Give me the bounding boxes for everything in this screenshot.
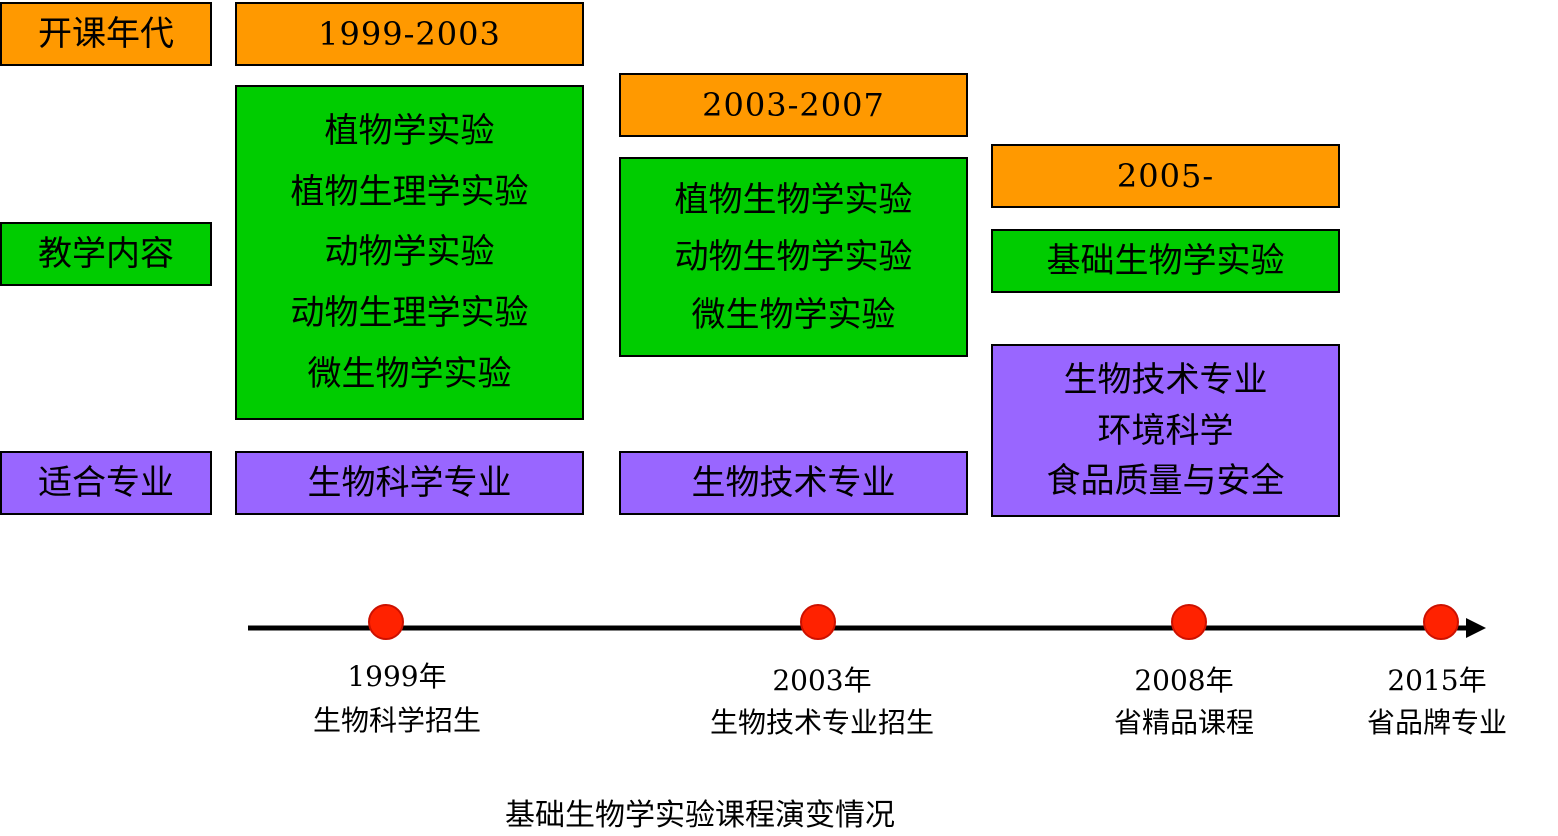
period-box-2: 2003-2007 <box>619 73 968 137</box>
row-label-majors: 适合专业 <box>0 451 212 515</box>
timeline-event-2: 2003年 生物技术专业招生 <box>710 662 934 742</box>
row-label-majors-text: 适合专业 <box>38 463 174 503</box>
period-box-1: 1999-2003 <box>235 2 584 66</box>
timeline-event-3: 2008年 省精品课程 <box>1114 662 1254 742</box>
content-1-item: 动物生理学实验 <box>290 293 529 334</box>
timeline-event-1: 1999年 生物科学招生 <box>313 658 481 740</box>
row-label-period-text: 开课年代 <box>38 14 174 54</box>
event-year: 1999年 <box>347 660 447 693</box>
content-box-2: 植物生物学实验 动物生物学实验 微生物学实验 <box>619 157 968 357</box>
timeline-arrowhead <box>1466 618 1486 638</box>
period-1-text: 1999-2003 <box>318 15 501 53</box>
majors-box-2: 生物技术专业 <box>619 451 968 515</box>
content-2-item: 植物生物学实验 <box>674 179 913 220</box>
content-2-item: 微生物学实验 <box>691 294 896 335</box>
timeline-marker <box>1171 604 1207 640</box>
content-1-item: 微生物学实验 <box>307 354 512 395</box>
majors-2-item: 生物技术专业 <box>691 463 896 503</box>
period-box-3: 2005- <box>991 144 1340 208</box>
diagram-caption: 基础生物学实验课程演变情况 <box>505 798 895 833</box>
event-desc: 省精品课程 <box>1113 705 1255 739</box>
timeline-marker <box>368 604 404 640</box>
content-3-item: 基础生物学实验 <box>1046 241 1285 281</box>
event-desc: 省品牌专业 <box>1366 705 1508 739</box>
event-year: 2003年 <box>772 664 872 697</box>
row-label-content-text: 教学内容 <box>38 234 174 274</box>
event-year: 2008年 <box>1134 664 1234 697</box>
content-box-1: 植物学实验 植物生理学实验 动物学实验 动物生理学实验 微生物学实验 <box>235 85 584 420</box>
timeline-marker <box>800 604 836 640</box>
period-3-text: 2005- <box>1116 157 1215 195</box>
event-desc: 生物技术专业招生 <box>709 705 935 739</box>
event-year: 2015年 <box>1387 664 1487 697</box>
row-label-content: 教学内容 <box>0 222 212 286</box>
content-1-item: 植物学实验 <box>324 110 495 151</box>
majors-1-item: 生物科学专业 <box>307 463 512 503</box>
content-1-item: 植物生理学实验 <box>290 171 529 212</box>
majors-3-item: 食品质量与安全 <box>1046 461 1285 502</box>
period-2-text: 2003-2007 <box>702 86 885 124</box>
content-2-item: 动物生物学实验 <box>674 237 913 277</box>
row-label-period: 开课年代 <box>0 2 212 66</box>
majors-3-item: 环境科学 <box>1097 410 1234 451</box>
majors-box-1: 生物科学专业 <box>235 451 584 515</box>
event-desc: 生物科学招生 <box>312 703 482 737</box>
content-box-3: 基础生物学实验 <box>991 229 1340 293</box>
content-1-item: 动物学实验 <box>324 232 495 273</box>
timeline-event-4: 2015年 省品牌专业 <box>1367 662 1507 742</box>
majors-3-item: 生物技术专业 <box>1063 359 1268 400</box>
timeline-marker <box>1423 604 1459 640</box>
majors-box-3: 生物技术专业 环境科学 食品质量与安全 <box>991 344 1340 517</box>
